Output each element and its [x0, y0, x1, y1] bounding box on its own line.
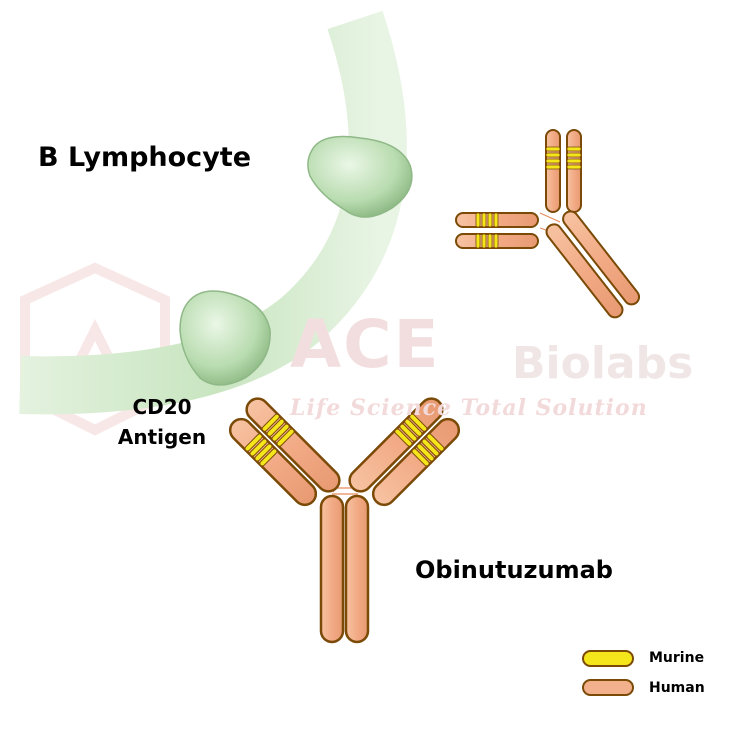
watermark-tagline: Life Science Total Solution: [290, 395, 648, 421]
drug-label: Obinutuzumab: [415, 556, 613, 584]
legend-label-murine: Murine: [649, 650, 705, 666]
cd20-antigen-upper: [307, 135, 413, 218]
cell-title: B Lymphocyte: [38, 142, 252, 173]
obinutuzumab-antibody-large: [228, 397, 461, 644]
antigen-label-line2: Antigen: [117, 425, 207, 449]
legend-swatch-murine: [582, 650, 634, 667]
legend-label-human: Human: [649, 680, 705, 696]
obinutuzumab-antibody-small: [455, 129, 641, 319]
antigen-label: CD20 Antigen: [112, 392, 212, 452]
cd20-antigen-lower: [179, 290, 271, 386]
cell-membrane: [0, 10, 407, 420]
watermark-brand: ACE: [290, 306, 441, 383]
antigen-label-line1: CD20: [132, 395, 192, 419]
watermark-brand-secondary: Biolabs: [512, 338, 694, 389]
legend-swatch-human: [582, 679, 634, 696]
